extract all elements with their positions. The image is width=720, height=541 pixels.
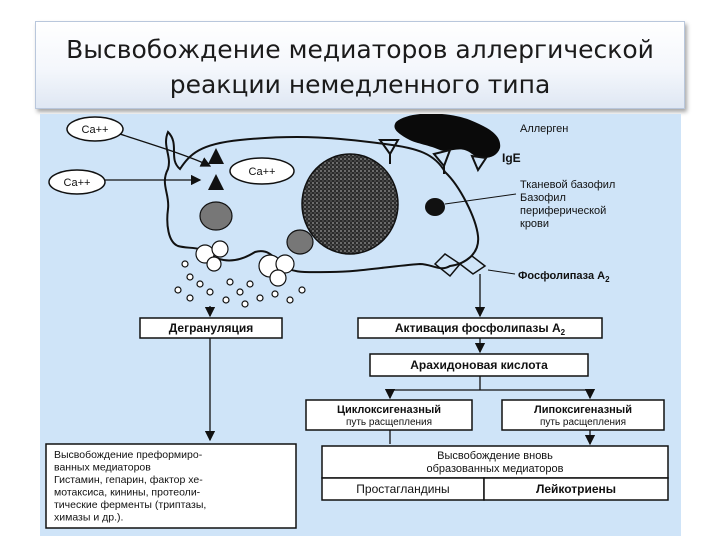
preformed-mediators-line: химазы и др.). xyxy=(54,512,123,524)
cyclo-text-1: Циклоксигеназный xyxy=(337,404,441,416)
leukotrienes-text: Лейкотриены xyxy=(536,482,616,496)
calcium-ion-2: Ca++ xyxy=(48,169,106,195)
slide-title-box: Высвобождение медиаторов аллергической р… xyxy=(35,21,685,109)
new-mediators-text-1: Высвобождение вновь xyxy=(437,450,553,462)
cell-nucleus xyxy=(301,153,399,255)
cyclo-text-2: путь расщепления xyxy=(346,417,432,428)
phospholipase-pointer-line xyxy=(487,269,516,275)
preformed-mediators-line: тические ферменты (триптазы, xyxy=(54,499,206,511)
phospholipase-receptor xyxy=(433,253,487,278)
calcium-influx-arrow xyxy=(119,133,212,167)
allergen-shape xyxy=(394,113,501,158)
preformed-mediators-line: мотаксиса, кинины, протеоли- xyxy=(54,487,201,499)
arachidonic-box xyxy=(369,353,589,377)
degranulation-text: Дегрануляция xyxy=(169,321,254,335)
new-mediators-text-2: образованных медиаторов xyxy=(426,463,563,475)
calcium-label: Ca++ xyxy=(249,166,276,178)
flow-branch-line xyxy=(390,376,590,391)
mast-cell-membrane xyxy=(163,130,480,274)
calcium-ion-3: Ca++ xyxy=(229,157,295,185)
prostaglandins-text: Простагландины xyxy=(356,482,449,496)
preformed-mediators-line: Высвобождение преформиро- xyxy=(54,449,203,461)
granule xyxy=(425,198,445,216)
phospholipase-label: Фосфолипаза А2 xyxy=(518,270,610,284)
granule xyxy=(286,229,314,255)
slide-title-line-1: Высвобождение медиаторов аллергической xyxy=(66,35,654,64)
degranulation-box xyxy=(139,317,283,339)
preformed-mediators-line: ванных медиаторов xyxy=(54,462,151,474)
degranulation-granules xyxy=(174,240,306,308)
leukotrienes-box xyxy=(483,477,669,501)
calcium-ion-1: Ca++ xyxy=(66,116,124,142)
activation-text: Активация фосфолипазы А2 xyxy=(395,321,566,337)
cell-label-line-1: Тканевой базофил xyxy=(520,179,615,191)
cell-label-line-3: периферической xyxy=(520,205,606,217)
activation-box xyxy=(357,317,603,339)
lipo-text-2: путь расщепления xyxy=(540,417,626,428)
preformed-mediators-text: Высвобождение преформиро-ванных медиатор… xyxy=(54,449,206,524)
lipo-text-1: Липоксигеназный xyxy=(534,404,632,416)
ige-label: IgE xyxy=(502,151,521,165)
flow-arrow-new-mediators xyxy=(389,430,590,444)
cell-label-line-2: Базофил xyxy=(520,192,566,204)
slide-title-line-2: реакции немедленного типа xyxy=(169,70,551,99)
ige-antibody xyxy=(470,154,488,173)
new-mediators-box xyxy=(321,445,669,479)
cyclo-box xyxy=(305,399,473,431)
allergy-mediator-diagram: Ca++ Ca++ Ca++ Аллерген IgE Тканевой баз… xyxy=(40,113,681,536)
ige-antibody xyxy=(432,148,452,174)
preformed-mediators-box xyxy=(45,443,297,529)
allergen-label: Аллерген xyxy=(520,123,568,135)
arachidonic-text: Арахидоновая кислота xyxy=(410,358,548,372)
calcium-label: Ca++ xyxy=(64,177,91,189)
calcium-label: Ca++ xyxy=(82,124,109,136)
lipo-box xyxy=(501,399,665,431)
cell-label-line-4: крови xyxy=(520,218,549,230)
granule xyxy=(199,201,233,231)
slide-title: Высвобождение медиаторов аллергической р… xyxy=(36,32,684,102)
cell-pointer-line xyxy=(444,193,517,205)
ige-antibody xyxy=(378,139,400,164)
preformed-mediators-line: Гистамин, гепарин, фактор хе- xyxy=(54,474,203,486)
